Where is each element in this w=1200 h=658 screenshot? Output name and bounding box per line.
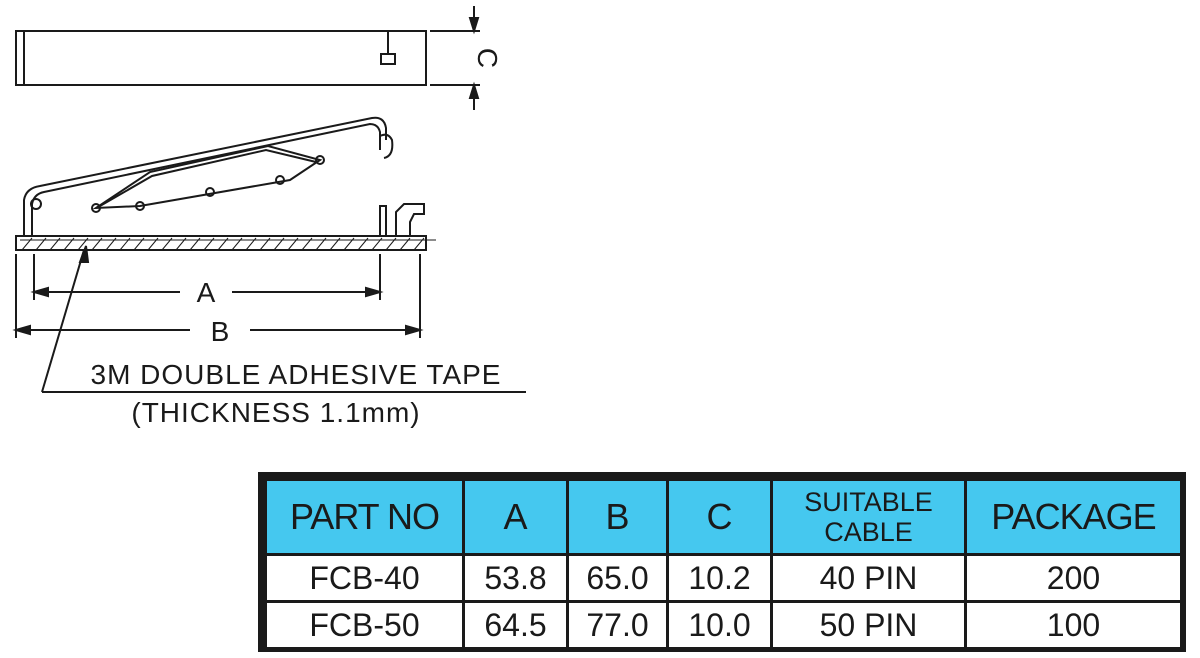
cell-package: 200 bbox=[964, 553, 1183, 603]
spec-table: PART NO A B C SUITABLE CABLE PACKAGE FCB… bbox=[258, 472, 1186, 652]
table-header-row: PART NO A B C SUITABLE CABLE PACKAGE bbox=[264, 478, 1183, 556]
tape-label: 3M DOUBLE ADHESIVE TAPE bbox=[91, 359, 502, 390]
dimension-a bbox=[30, 286, 384, 298]
cell-package: 100 bbox=[964, 600, 1183, 650]
cell-c: 10.2 bbox=[666, 553, 773, 603]
dim-b-label: B bbox=[211, 316, 230, 347]
top-view bbox=[15, 30, 427, 86]
cell-c: 10.0 bbox=[666, 600, 773, 650]
dim-c-label: C bbox=[472, 48, 503, 68]
table-row: FCB-40 53.8 65.0 10.2 40 PIN 200 bbox=[264, 553, 1183, 603]
table-row: FCB-50 64.5 77.0 10.0 50 PIN 100 bbox=[264, 600, 1183, 650]
cell-cable: 40 PIN bbox=[770, 553, 967, 603]
cell-cable: 50 PIN bbox=[770, 600, 967, 650]
cell-b: 65.0 bbox=[566, 553, 669, 603]
header-a: A bbox=[462, 478, 569, 556]
dimension-b bbox=[12, 324, 424, 336]
cell-a: 53.8 bbox=[462, 553, 569, 603]
header-b: B bbox=[566, 478, 669, 556]
header-package: PACKAGE bbox=[964, 478, 1183, 556]
side-view bbox=[15, 116, 436, 251]
cell-a: 64.5 bbox=[462, 600, 569, 650]
tape-leader bbox=[41, 245, 526, 393]
cell-part-no: FCB-50 bbox=[264, 600, 465, 650]
technical-drawing: A B C 3M DOUBLE ADHESIVE TAPE (THICKNESS… bbox=[12, 6, 526, 428]
header-c: C bbox=[666, 478, 773, 556]
header-suitable-cable: SUITABLE CABLE bbox=[770, 478, 967, 556]
cell-part-no: FCB-40 bbox=[264, 553, 465, 603]
dim-a-label: A bbox=[197, 277, 216, 308]
tape-thickness: (THICKNESS 1.1mm) bbox=[131, 397, 420, 428]
dimension-c bbox=[430, 6, 480, 110]
header-cable: CABLE bbox=[824, 517, 913, 547]
cell-b: 77.0 bbox=[566, 600, 669, 650]
header-part-no: PART NO bbox=[264, 478, 465, 556]
header-suitable: SUITABLE bbox=[804, 487, 933, 517]
